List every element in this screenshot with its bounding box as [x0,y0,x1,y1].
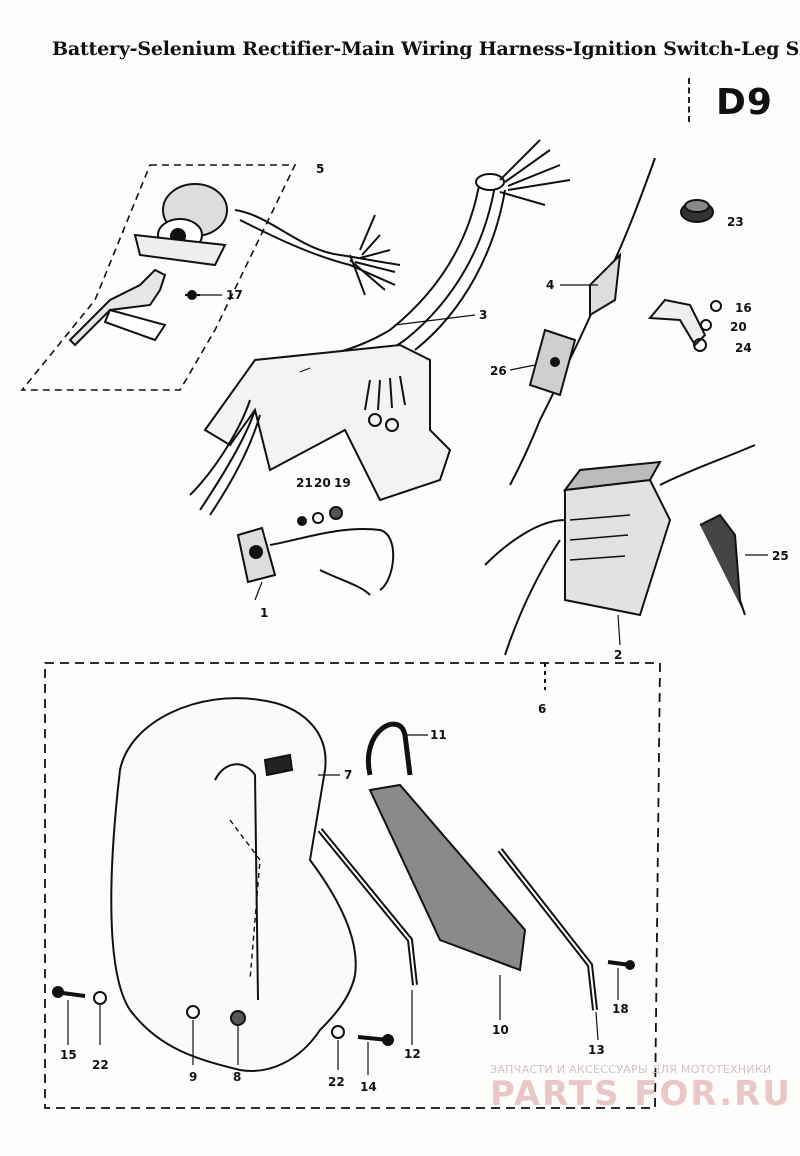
callout-7: 7 [344,768,352,782]
callout-13: 13 [588,1043,605,1057]
callout-2: 2 [614,648,622,662]
diagram-title: Battery-Selenium Rectifier-Main Wiring H… [52,38,800,60]
callout-10: 10 [492,1023,509,1037]
watermark-caption: ЗАПЧАСТИ И АКСЕССУАРЫ ДЛЯ МОТОТЕХНИКИ [490,1063,772,1076]
callout-24: 24 [735,341,752,355]
callout-labels: 5 17 3 4 26 23 16 20 24 21 20 19 1 2 25 … [60,162,789,1094]
callout-20-top: 20 [730,320,747,334]
leg-shield-group [44,662,661,1109]
callout-14: 14 [360,1080,377,1094]
callout-26: 26 [490,364,507,378]
selenium-rectifier [236,506,395,596]
callout-11: 11 [430,728,447,742]
callout-20-mid: 20 [314,476,331,490]
watermark-logo: PARTS FOR.RU [490,1074,792,1114]
callout-4: 4 [546,278,554,292]
callout-6: 6 [538,702,546,716]
callout-23: 23 [727,215,744,229]
ignition-switch-group [20,164,401,391]
small-hardware-top-right [647,199,722,352]
page-code: D9 [716,82,773,123]
battery-assembly [484,444,756,656]
callout-3: 3 [479,308,487,322]
rectifier-lead-assembly [509,157,656,486]
callout-16: 16 [735,301,752,315]
callout-1: 1 [260,606,268,620]
callout-18: 18 [612,1002,629,1016]
callout-9: 9 [189,1070,197,1084]
callout-22-left: 22 [92,1058,109,1072]
callout-8: 8 [233,1070,241,1084]
leader-lines [67,284,768,1075]
page-code-divider [688,78,692,122]
callout-25: 25 [772,549,789,563]
callout-15: 15 [60,1048,77,1062]
callout-19: 19 [334,476,351,490]
callout-12: 12 [404,1047,421,1061]
callout-21: 21 [296,476,313,490]
callout-5: 5 [316,162,324,176]
callout-22-right: 22 [328,1075,345,1089]
callout-17: 17 [226,288,243,302]
main-wiring-harness [189,139,571,516]
